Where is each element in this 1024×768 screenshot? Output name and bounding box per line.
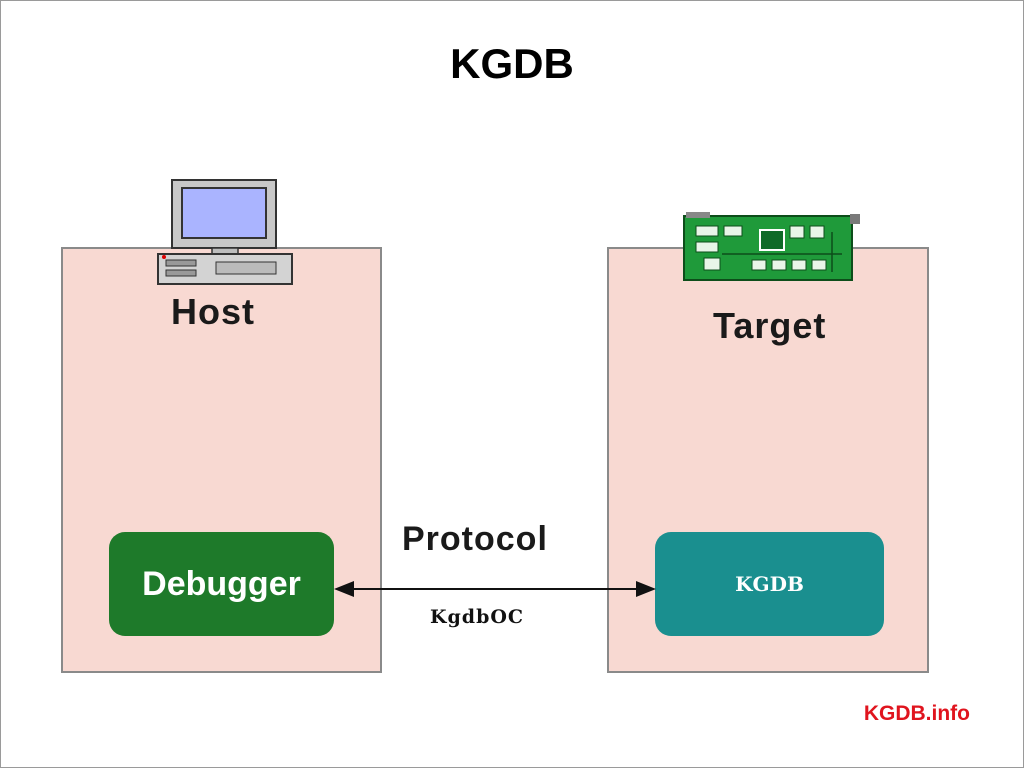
debugger-box: Debugger — [109, 532, 334, 636]
host-label: Host — [171, 291, 255, 332]
target-label: Target — [713, 305, 827, 346]
kgdboc-label: KgdbOC — [430, 606, 525, 628]
slide-title: KGDB — [450, 40, 574, 87]
footer-link[interactable]: KGDB.info — [863, 702, 970, 725]
bidirectional-arrow — [334, 581, 656, 597]
target-panel: Target KGDB — [607, 247, 929, 673]
protocol-label: Protocol — [402, 520, 548, 558]
host-panel: Host Debugger — [61, 247, 382, 673]
kgdb-label: KGDB — [735, 572, 804, 596]
desktop-computer-icon — [157, 179, 293, 285]
kgdb-box: KGDB — [655, 532, 884, 636]
circuit-board-icon — [683, 212, 860, 281]
debugger-label: Debugger — [142, 564, 301, 603]
